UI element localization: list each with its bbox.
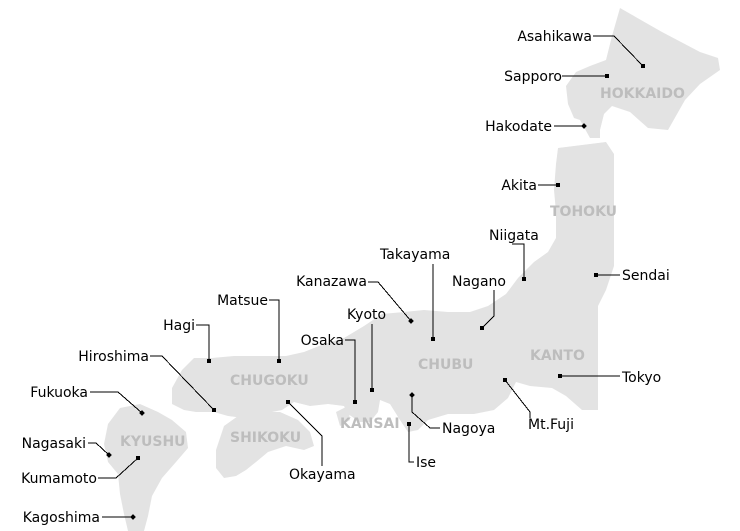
leader-okayama <box>287 401 323 466</box>
marker-ise <box>407 422 411 426</box>
honshu-landmass <box>172 142 614 432</box>
region-labels: HOKKAIDO TOHOKU KANTO CHUBU KANSAI CHUGO… <box>120 86 685 450</box>
leader-nagano <box>481 290 495 329</box>
marker-akita <box>556 183 560 187</box>
city-label-kumamoto: Kumamoto <box>21 471 97 487</box>
marker-mtfuji <box>503 378 507 382</box>
city-label-mtfuji: Mt.Fuji <box>528 417 574 433</box>
leader-asahikawa <box>593 35 644 67</box>
city-label-hiroshima: Hiroshima <box>78 349 149 365</box>
marker-nagasaki <box>106 452 112 458</box>
leader-lines <box>88 35 644 518</box>
region-label-kyushu: KYUSHU <box>120 434 186 450</box>
city-label-takayama: Takayama <box>379 247 450 263</box>
leader-osaka <box>345 339 356 402</box>
leader-hiroshima <box>150 355 215 411</box>
marker-kagoshima <box>130 514 136 520</box>
leader-kumamoto <box>98 457 139 479</box>
marker-kumamoto <box>136 456 140 460</box>
city-label-fukuoka: Fukuoka <box>30 385 88 401</box>
city-markers <box>106 64 645 520</box>
leader-fukuoka <box>90 391 143 414</box>
city-label-osaka: Osaka <box>301 333 344 349</box>
city-label-asahikawa: Asahikawa <box>517 29 592 45</box>
city-label-sendai: Sendai <box>622 268 670 284</box>
shikoku-landmass <box>216 412 314 478</box>
marker-kyoto <box>370 388 374 392</box>
city-labels: Asahikawa Sapporo Hakodate Akita Niigata… <box>21 29 670 526</box>
landmasses <box>104 8 720 531</box>
leader-ise <box>408 424 414 463</box>
city-label-niigata: Niigata <box>489 228 539 244</box>
city-label-ise: Ise <box>416 455 436 471</box>
region-label-hokkaido: HOKKAIDO <box>600 86 685 102</box>
leader-kanazawa <box>368 281 412 322</box>
marker-sendai <box>594 273 598 277</box>
marker-okayama <box>286 400 290 404</box>
city-label-okayama: Okayama <box>289 467 356 483</box>
leader-mtfuji <box>504 379 531 418</box>
marker-hagi <box>207 359 211 363</box>
leader-nagoya <box>411 395 440 429</box>
city-label-hakodate: Hakodate <box>485 119 552 135</box>
marker-asahikawa <box>641 64 645 68</box>
marker-niigata <box>522 277 526 281</box>
city-label-tokyo: Tokyo <box>621 370 661 386</box>
leader-niigata <box>512 243 525 279</box>
region-label-tohoku: TOHOKU <box>550 204 617 220</box>
leader-nagasaki <box>88 442 110 456</box>
region-label-shikoku: SHIKOKU <box>230 430 301 446</box>
marker-tokyo <box>558 374 562 378</box>
region-label-kanto: KANTO <box>530 348 585 364</box>
marker-hakodate <box>581 123 587 129</box>
city-label-nagoya: Nagoya <box>442 421 495 437</box>
region-label-chubu: CHUBU <box>418 357 473 373</box>
city-label-nagano: Nagano <box>452 274 506 290</box>
leader-matsue <box>269 299 280 361</box>
marker-fukuoka <box>139 410 145 416</box>
region-label-kansai: KANSAI <box>340 416 400 432</box>
kyushu-landmass <box>104 404 188 531</box>
marker-kanazawa <box>408 318 414 324</box>
marker-sapporo <box>605 74 609 78</box>
hokkaido-landmass <box>566 8 720 138</box>
marker-nagano <box>480 326 484 330</box>
marker-osaka <box>353 400 357 404</box>
region-label-chugoku: CHUGOKU <box>230 373 309 389</box>
city-label-hagi: Hagi <box>163 318 195 334</box>
city-label-matsue: Matsue <box>217 293 268 309</box>
marker-hiroshima <box>212 408 216 412</box>
leader-hagi <box>196 324 210 361</box>
city-label-nagasaki: Nagasaki <box>22 436 86 452</box>
marker-matsue <box>277 359 281 363</box>
city-label-akita: Akita <box>501 178 537 194</box>
city-label-sapporo: Sapporo <box>504 69 562 85</box>
marker-nagoya <box>409 392 415 398</box>
city-label-kagoshima: Kagoshima <box>23 510 100 526</box>
marker-takayama <box>431 337 435 341</box>
awaji-landmass <box>336 406 350 426</box>
city-label-kanazawa: Kanazawa <box>296 274 367 290</box>
city-label-kyoto: Kyoto <box>347 307 386 323</box>
